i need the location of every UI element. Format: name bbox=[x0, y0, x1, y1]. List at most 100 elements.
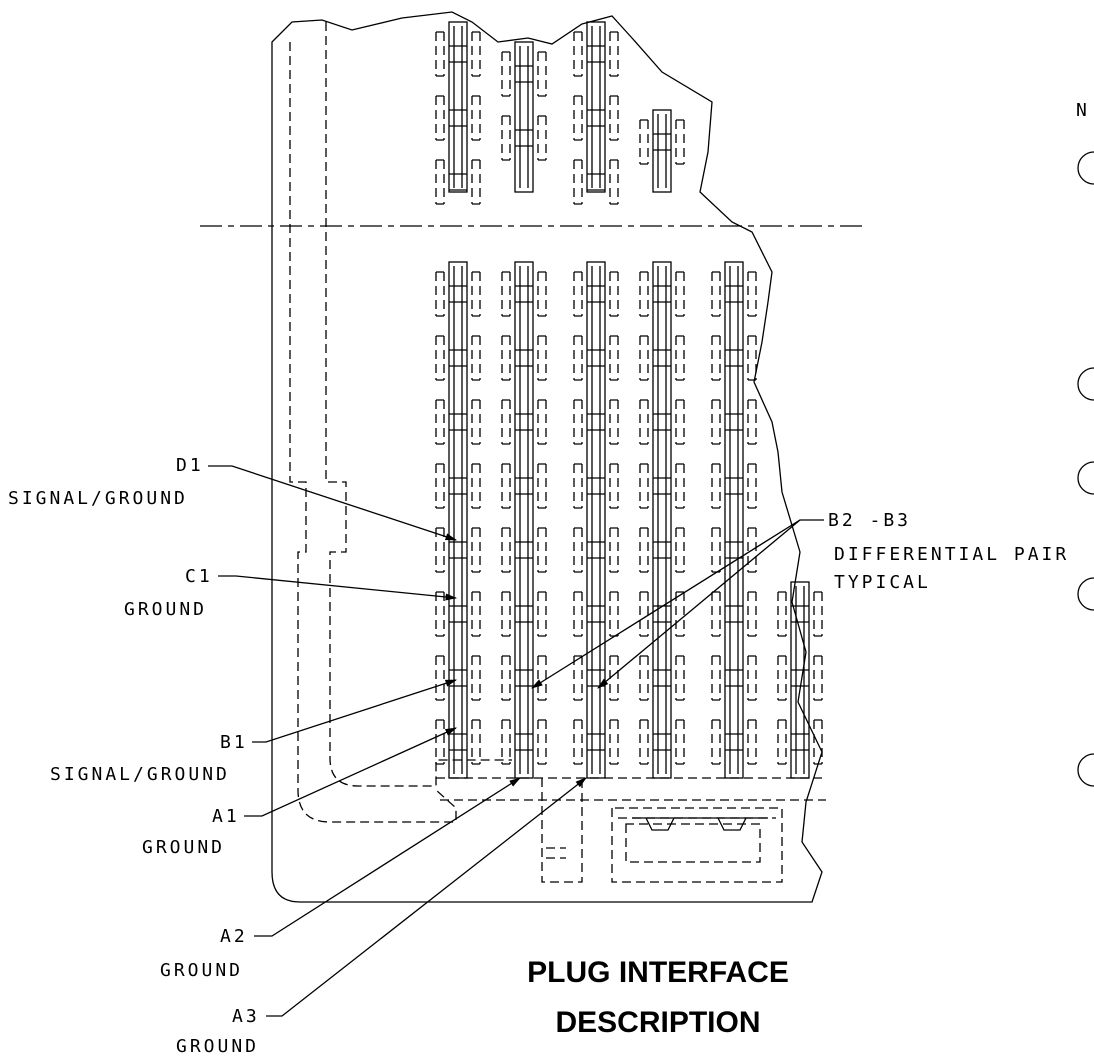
label-a1-name: A1 bbox=[212, 806, 240, 827]
upper-col-1-pad-outline bbox=[435, 95, 481, 141]
pin-col-4-pad-outline bbox=[639, 335, 685, 381]
pin-col-1-pad-outline bbox=[435, 335, 481, 381]
upper-col-4-contact bbox=[652, 109, 672, 193]
note-bubble-4 bbox=[1077, 577, 1094, 611]
label-diff-line2: TYPICAL bbox=[834, 572, 931, 593]
pin-col-3-contact bbox=[586, 261, 606, 779]
label-d1-desc: SIGNAL/GROUND bbox=[8, 488, 188, 509]
housing-inner-contour bbox=[325, 22, 512, 787]
pin-col-1-contact bbox=[448, 261, 468, 779]
label-c1-name: C1 bbox=[185, 566, 213, 587]
label-a2-name: A2 bbox=[220, 926, 248, 947]
leader-c1 bbox=[218, 575, 458, 601]
pin-col-2-pad-outline bbox=[501, 463, 547, 509]
pin-col-partial-contact bbox=[790, 581, 810, 779]
upper-col-2-contact bbox=[514, 41, 534, 193]
pin-col-2-pad-outline bbox=[501, 399, 547, 445]
pin-col-4-pad-outline bbox=[639, 655, 685, 701]
pin-col-2-pad-outline bbox=[501, 655, 547, 701]
pin-col-5-pad-outline bbox=[711, 719, 757, 765]
drawing-title-line1: PLUG INTERFACE bbox=[527, 956, 789, 989]
upper-col-2-pad-outline bbox=[501, 51, 547, 97]
label-d1-name: D1 bbox=[176, 455, 204, 476]
upper-col-1-pad-outline bbox=[435, 159, 481, 205]
leader-d1 bbox=[208, 465, 458, 541]
note-bubble-3 bbox=[1077, 461, 1094, 495]
pin-col-4-contact bbox=[652, 261, 672, 779]
label-c1-desc: GROUND bbox=[124, 599, 207, 620]
pin-col-1-pad-outline bbox=[435, 655, 481, 701]
leader-a2 bbox=[254, 777, 521, 937]
pin-col-4-pad-outline bbox=[639, 719, 685, 765]
pin-col-2-pad-outline bbox=[501, 335, 547, 381]
pin-col-5-pad-outline bbox=[711, 655, 757, 701]
drawing-title-line2: DESCRIPTION bbox=[555, 1006, 760, 1039]
note-bubble-2 bbox=[1077, 367, 1094, 401]
pin-col-1-pad-outline bbox=[435, 719, 481, 765]
pin-col-4-pad-outline bbox=[639, 591, 685, 637]
pin-col-2-pad-outline bbox=[501, 719, 547, 765]
pin-col-3-pad-outline bbox=[573, 399, 619, 445]
leader-lines bbox=[208, 465, 824, 1017]
label-b1-name: B1 bbox=[220, 732, 248, 753]
pin-col-partial-pad-outline bbox=[777, 591, 823, 637]
pin-col-2-pad-outline bbox=[501, 591, 547, 637]
pin-col-5-pad-outline bbox=[711, 399, 757, 445]
pin-col-3-pad-outline bbox=[573, 591, 619, 637]
pin-col-partial-pad-outline bbox=[777, 655, 823, 701]
pin-col-4-pad-outline bbox=[639, 527, 685, 573]
label-b1-desc: SIGNAL/GROUND bbox=[50, 764, 230, 785]
pin-col-3-pad-outline bbox=[573, 335, 619, 381]
upper-col-3-pad-outline bbox=[573, 159, 619, 205]
pin-col-1-pad-outline bbox=[435, 591, 481, 637]
label-a1-desc: GROUND bbox=[142, 837, 225, 858]
leader-b2 bbox=[531, 519, 824, 689]
contact-array bbox=[435, 21, 823, 779]
upper-col-1-pad-outline bbox=[435, 31, 481, 77]
notes-fragment: N bbox=[1076, 100, 1094, 787]
pin-col-1-pad-outline bbox=[435, 399, 481, 445]
label-a3-desc: GROUND bbox=[176, 1036, 259, 1057]
pin-col-3-pad-outline bbox=[573, 655, 619, 701]
callout-labels: D1 SIGNAL/GROUND C1 GROUND B1 SIGNAL/GRO… bbox=[8, 455, 1069, 1057]
pin-col-1-pad-outline bbox=[435, 527, 481, 573]
pin-col-5-pad-outline bbox=[711, 271, 757, 317]
pin-col-5-pad-outline bbox=[711, 463, 757, 509]
note-bubble-1 bbox=[1077, 151, 1094, 185]
pin-col-1-pad-outline bbox=[435, 271, 481, 317]
pin-col-4-pad-outline bbox=[639, 399, 685, 445]
leader-b1 bbox=[252, 679, 458, 743]
pin-col-2-pad-outline bbox=[501, 527, 547, 573]
leader-a3 bbox=[266, 777, 587, 1017]
bottom-shelf bbox=[436, 777, 826, 801]
pin-col-2-pad-outline bbox=[501, 271, 547, 317]
label-diff-line1: DIFFERENTIAL PAIR bbox=[834, 544, 1069, 565]
pin-col-4-pad-outline bbox=[639, 463, 685, 509]
pin-col-1-pad-outline bbox=[435, 463, 481, 509]
housing-outer-contour bbox=[289, 42, 457, 823]
pin-col-5-contact bbox=[724, 261, 744, 779]
housing-break-outline bbox=[271, 11, 823, 903]
pin-col-5-pad-outline bbox=[711, 335, 757, 381]
label-diff-name: B2 -B3 bbox=[828, 510, 911, 531]
pin-col-partial-pad-outline bbox=[777, 719, 823, 765]
leader-a1 bbox=[244, 727, 458, 817]
upper-col-3-pad-outline bbox=[573, 95, 619, 141]
label-a2-desc: GROUND bbox=[160, 960, 243, 981]
pin-col-5-pad-outline bbox=[711, 591, 757, 637]
latch-windows bbox=[632, 817, 768, 831]
note-bubble-5 bbox=[1077, 753, 1094, 787]
pin-col-2-contact bbox=[514, 261, 534, 779]
pin-col-4-pad-outline bbox=[639, 271, 685, 317]
upper-col-1-contact bbox=[448, 21, 468, 193]
pin-col-3-pad-outline bbox=[573, 719, 619, 765]
pin-col-3-pad-outline bbox=[573, 527, 619, 573]
pin-col-5-pad-outline bbox=[711, 527, 757, 573]
upper-col-3-contact bbox=[586, 21, 606, 193]
upper-col-4-pad-outline bbox=[639, 119, 685, 165]
pin-col-3-pad-outline bbox=[573, 271, 619, 317]
leader-b3 bbox=[597, 519, 801, 689]
pin-col-3-pad-outline bbox=[573, 463, 619, 509]
upper-col-3-pad-outline bbox=[573, 31, 619, 77]
